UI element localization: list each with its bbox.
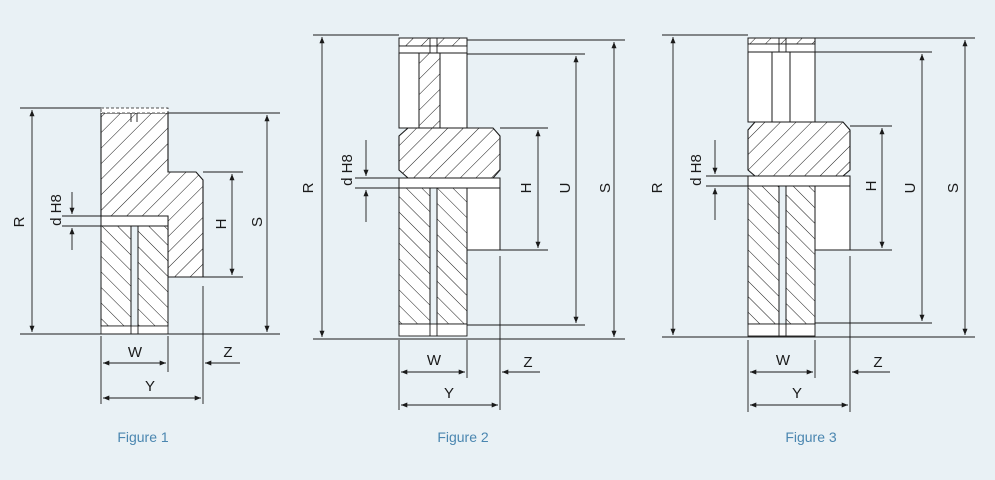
fig1-label-H: H — [213, 219, 230, 230]
fig1-label-Z: Z — [223, 344, 232, 361]
fig2-top-flange — [398, 37, 468, 47]
fig3-label-Y: Y — [792, 385, 802, 402]
fig3-hub-section — [747, 121, 851, 177]
fig2-hub-section — [398, 127, 501, 179]
fig2-label-S: S — [597, 183, 614, 193]
fig2-spoke — [418, 52, 441, 129]
fig2-label-W: W — [427, 352, 442, 369]
fig1-teeth-right — [137, 225, 169, 327]
fig1-caption: Figure 1 — [117, 429, 169, 445]
fig2-label-U: U — [557, 183, 574, 194]
fig3-label-U: U — [902, 183, 919, 194]
fig3-top-flange — [747, 37, 816, 45]
fig1-top-cap — [100, 107, 169, 114]
fig2-label-R: R — [300, 182, 317, 193]
fig1-bore-band — [100, 215, 169, 227]
fig3-bore-band — [747, 175, 851, 187]
figure-2: R S U H d H8 W Y Z Figure 2 — [300, 34, 625, 445]
fig3-label-dH8: d H8 — [688, 154, 705, 186]
fig3-label-Z: Z — [873, 354, 882, 371]
fig2-bottom-cap — [398, 323, 468, 337]
fig3-bottom-cap — [747, 323, 816, 337]
fig2-teeth-left — [398, 187, 431, 325]
figure-1: R S H d H8 W Y Z Figure 1 — [11, 107, 280, 445]
fig2-bore-band — [398, 177, 501, 189]
fig2-label-Y: Y — [444, 385, 454, 402]
fig2-caption: Figure 2 — [437, 429, 489, 445]
fig2-label-Z: Z — [523, 354, 532, 371]
fig3-teeth-left — [747, 185, 780, 325]
fig3-label-R: R — [649, 182, 666, 193]
fig2-teeth-right — [436, 187, 468, 325]
fig1-label-dH8: d H8 — [48, 194, 65, 226]
figure-3: R S U H d H8 W Y Z Figure 3 — [649, 34, 975, 445]
fig1-label-W: W — [128, 344, 143, 361]
fig1-label-R: R — [11, 216, 28, 227]
fig2-label-H: H — [518, 183, 535, 194]
fig2-label-dH8: d H8 — [339, 154, 356, 186]
fig3-web — [771, 51, 791, 123]
fig1-teeth-left — [100, 225, 132, 327]
fig3-caption: Figure 3 — [785, 429, 837, 445]
fig3-label-W: W — [776, 352, 791, 369]
fig1-label-Y: Y — [145, 378, 155, 395]
fig3-label-S: S — [945, 183, 962, 193]
fig1-bottom-cap — [100, 325, 169, 335]
fig3-teeth-right — [785, 185, 816, 325]
fig3-label-H: H — [863, 181, 880, 192]
fig1-label-S: S — [249, 217, 266, 227]
